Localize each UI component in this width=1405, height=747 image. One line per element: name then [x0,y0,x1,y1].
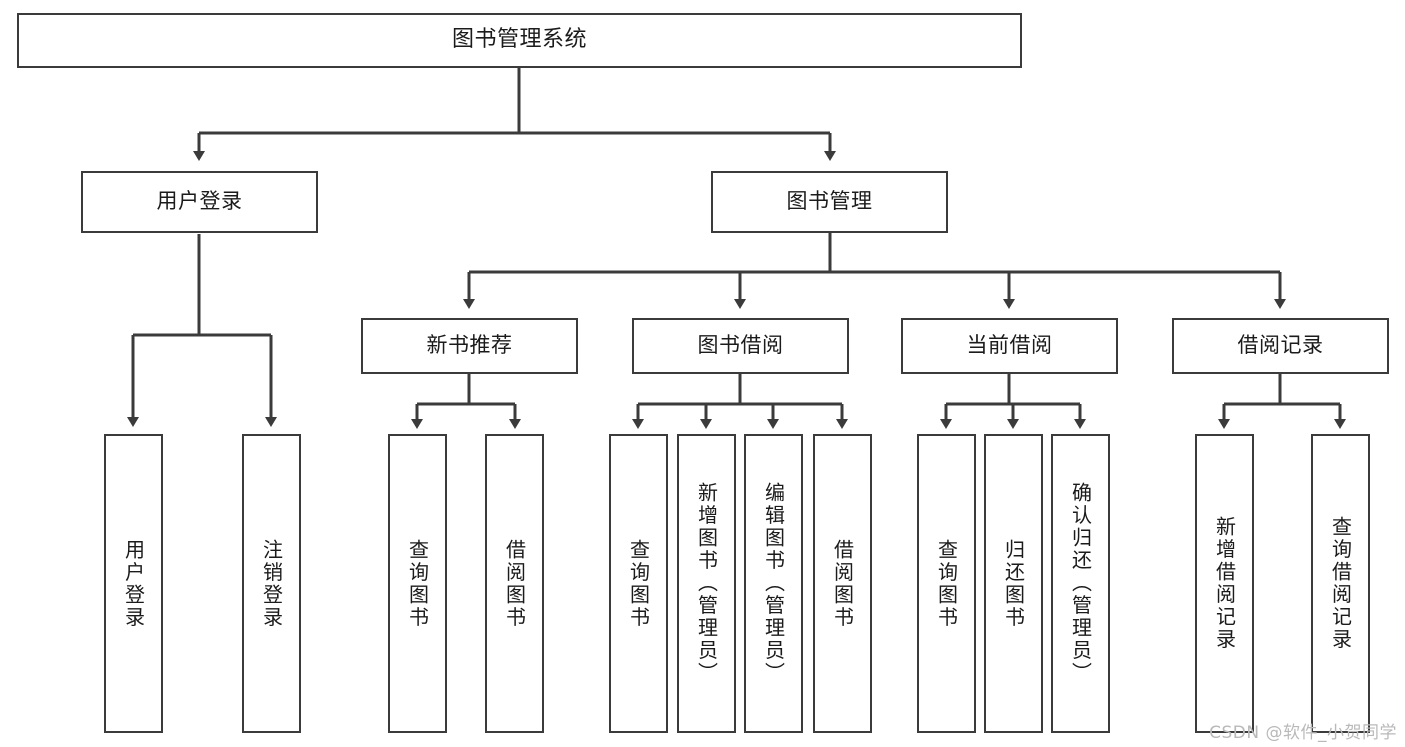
node-book-management[interactable]: 图书管理 [711,171,948,233]
node-label: 借阅记录 [1237,333,1324,358]
node-label: 查询图书 [626,538,651,629]
node-borrow-record[interactable]: 借阅记录 [1172,318,1389,374]
node-leaf-edit-book[interactable]: 编辑图书（管理员） [744,434,803,733]
node-leaf-logout[interactable]: 注销登录 [242,434,301,733]
node-leaf-confirm-return[interactable]: 确认归还（管理员） [1051,434,1110,733]
node-label: 新增图书（管理员） [694,482,719,685]
node-current-borrow[interactable]: 当前借阅 [901,318,1118,374]
node-leaf-query-book-3[interactable]: 查询图书 [917,434,976,733]
node-book-borrow[interactable]: 图书借阅 [632,318,849,374]
node-label: 用户登录 [121,538,146,629]
node-leaf-return-book[interactable]: 归还图书 [984,434,1043,733]
node-label: 图书管理 [786,189,873,214]
node-label: 图书管理系统 [451,27,587,53]
node-leaf-borrow-book-2[interactable]: 借阅图书 [813,434,872,733]
node-label: 编辑图书（管理员） [761,482,786,685]
node-label: 查询图书 [405,538,430,629]
node-leaf-query-book-1[interactable]: 查询图书 [388,434,447,733]
node-leaf-query-record[interactable]: 查询借阅记录 [1311,434,1370,733]
csdn-watermark: CSDN @软件_小贺同学 [1209,723,1397,743]
node-user-login[interactable]: 用户登录 [81,171,318,233]
node-label: 用户登录 [156,189,243,214]
node-new-book-recommend[interactable]: 新书推荐 [361,318,578,374]
node-root-system[interactable]: 图书管理系统 [17,13,1022,68]
node-label: 借阅图书 [830,538,855,629]
node-label: 查询借阅记录 [1328,516,1353,651]
node-label: 注销登录 [259,538,284,629]
node-leaf-add-record[interactable]: 新增借阅记录 [1195,434,1254,733]
node-label: 当前借阅 [966,333,1053,358]
node-label: 图书借阅 [697,333,784,358]
node-label: 借阅图书 [502,538,527,629]
node-label: 确认归还（管理员） [1068,482,1093,685]
node-leaf-user-login[interactable]: 用户登录 [104,434,163,733]
node-leaf-query-book-2[interactable]: 查询图书 [609,434,668,733]
node-label: 归还图书 [1001,538,1026,629]
node-leaf-add-book[interactable]: 新增图书（管理员） [677,434,736,733]
node-label: 新书推荐 [426,333,513,358]
node-label: 查询图书 [934,538,959,629]
node-label: 新增借阅记录 [1212,516,1237,651]
node-leaf-borrow-book-1[interactable]: 借阅图书 [485,434,544,733]
